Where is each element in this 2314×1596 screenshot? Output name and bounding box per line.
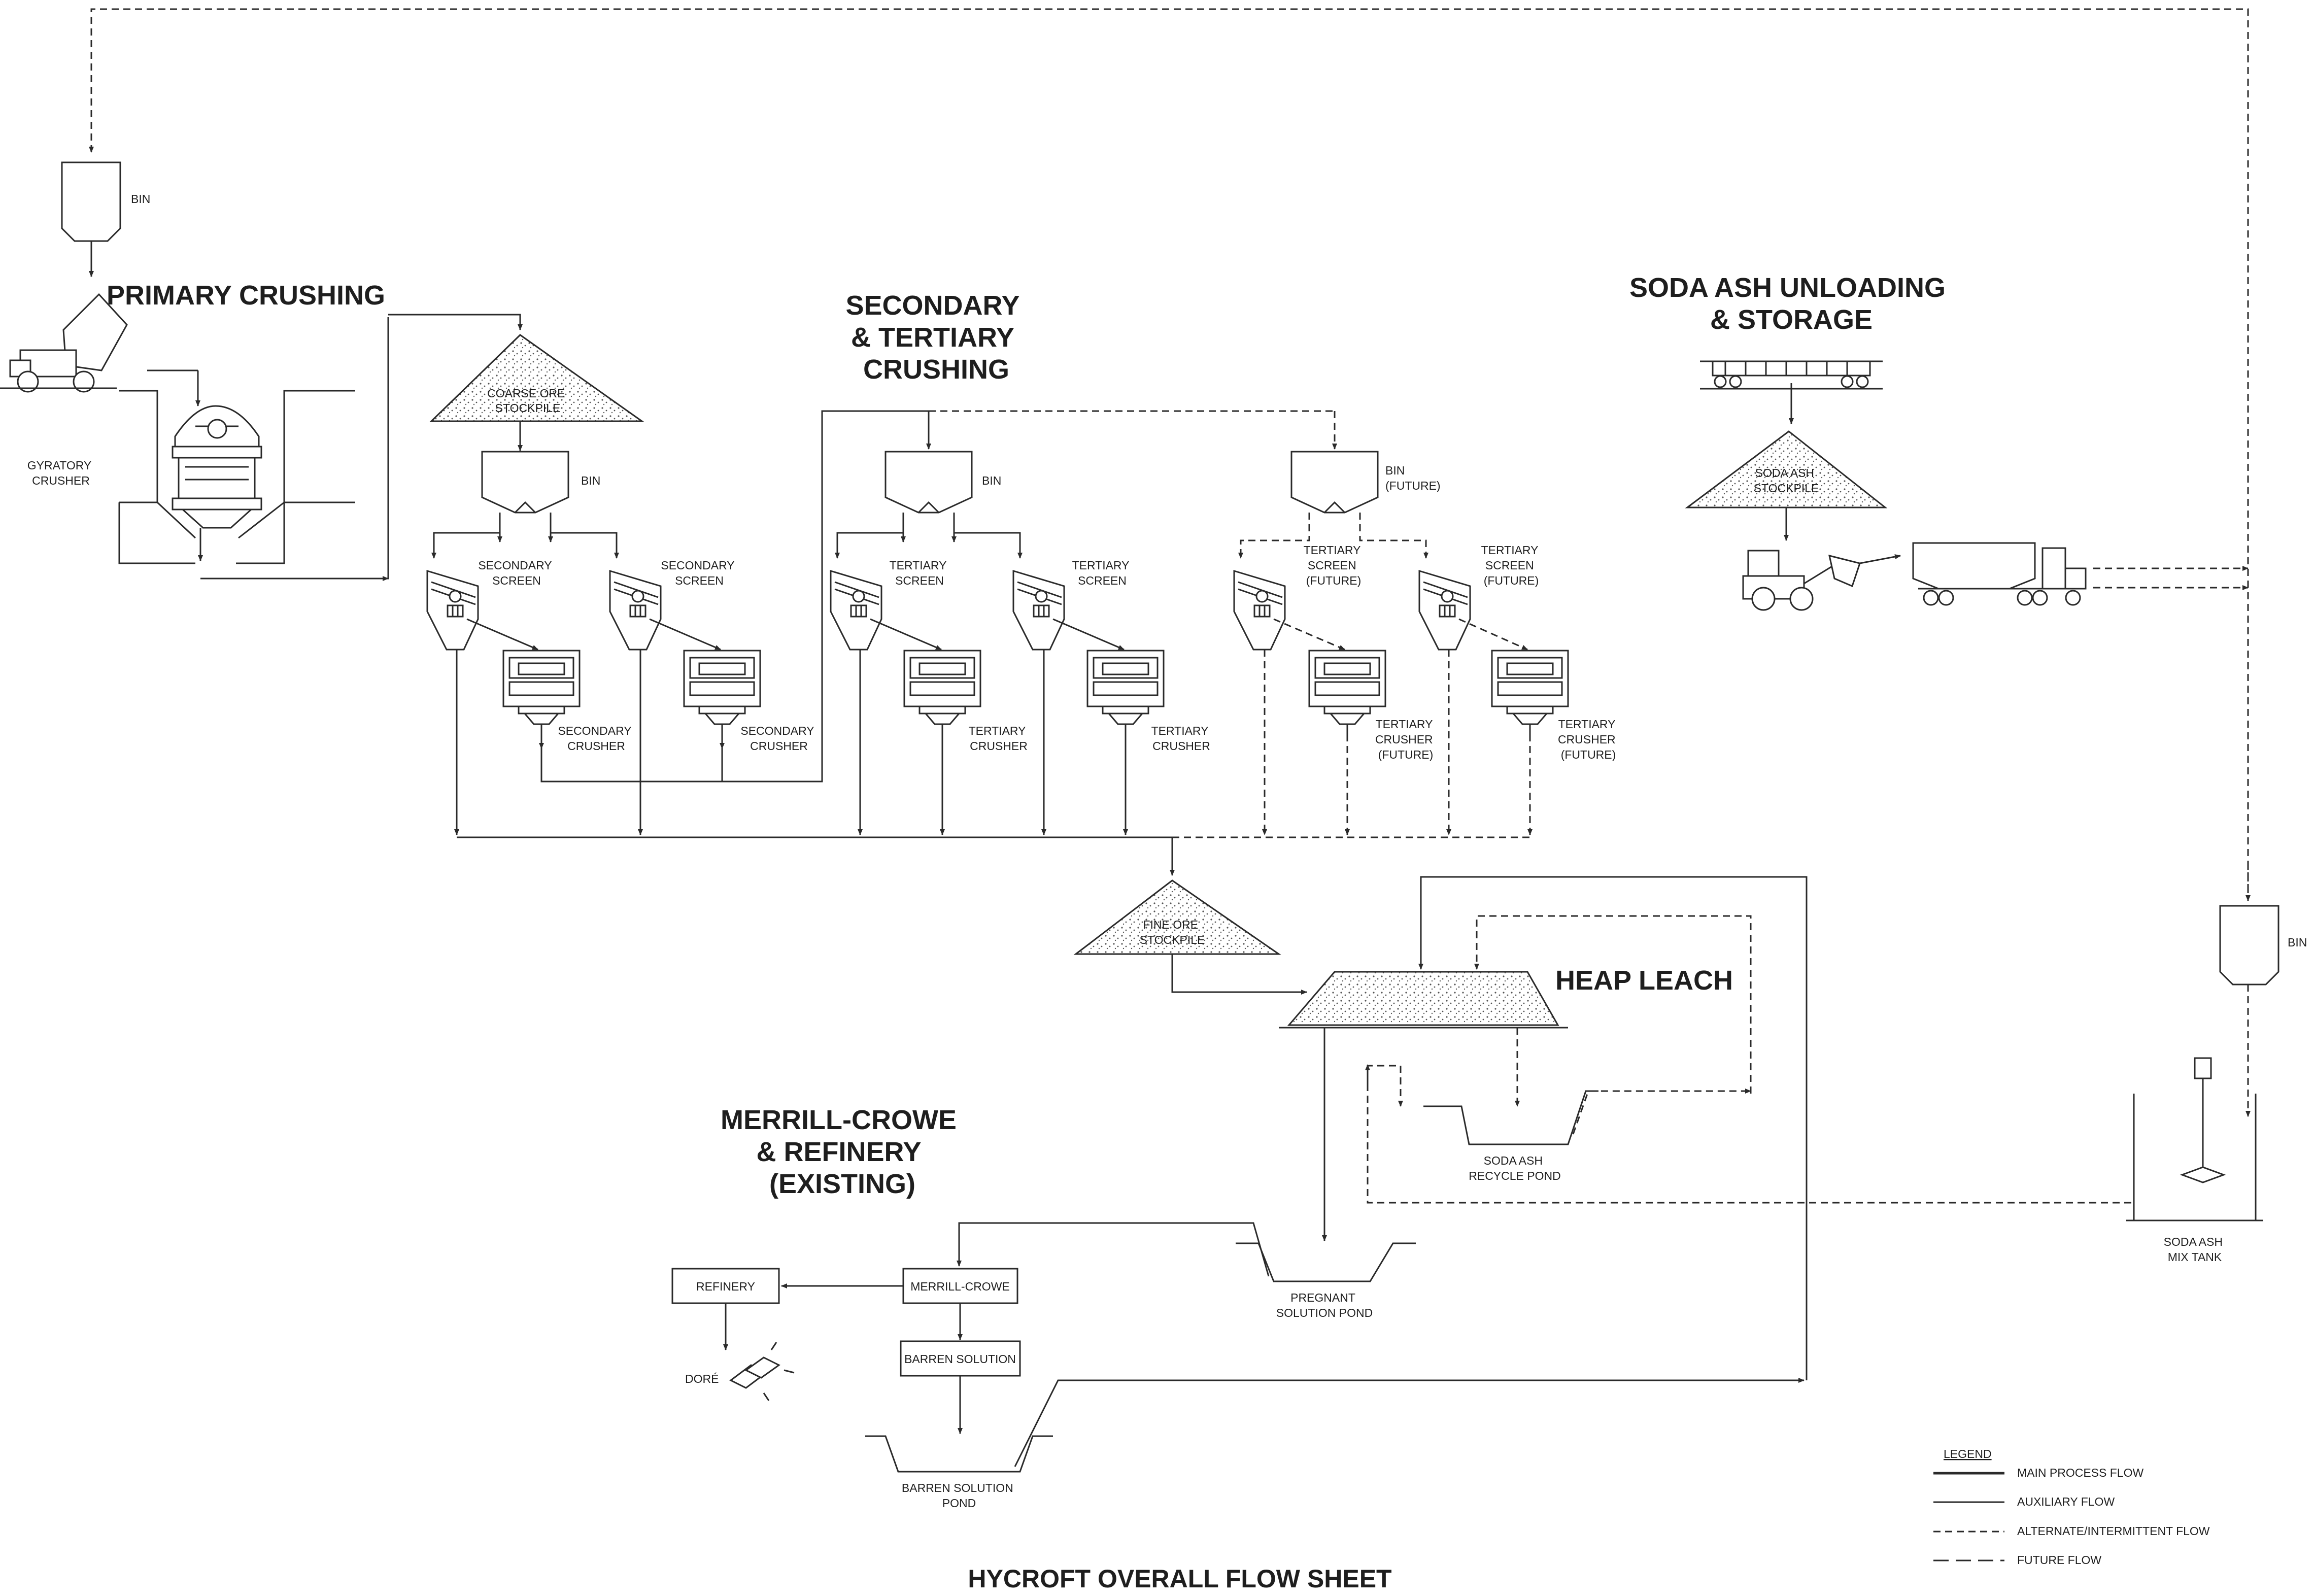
refinery-box-label: REFINERY — [696, 1280, 755, 1293]
coarse-ore-stockpile — [429, 334, 644, 422]
legend-item-future: FUTURE FLOW — [2017, 1553, 2101, 1567]
coarse-ore-stockpile-label: COARSE ORE STOCKPILE — [487, 387, 568, 415]
tertiary-screen-future-1 — [1233, 570, 1286, 651]
secondary-screen-2 — [609, 570, 662, 651]
soda-ash-recycle-pond — [1423, 1090, 1598, 1145]
fbin-to-screen-2 — [1359, 513, 1428, 559]
fbin-to-screen-1 — [1238, 513, 1310, 559]
fine-ore-stockpile-label: FINE ORE STOCKPILE — [1140, 918, 1205, 946]
tertiary-bin — [884, 451, 973, 514]
tertiary-crusher-future-1 — [1308, 650, 1386, 735]
primary-crushing-title: PRIMARY CRUSHING — [107, 280, 385, 311]
soda-ash-mix-tank — [2126, 1057, 2263, 1221]
bulk-truck-icon — [1912, 542, 2087, 606]
legend-item-main: MAIN PROCESS FLOW — [2017, 1466, 2143, 1479]
haul-truck-icon — [0, 293, 128, 393]
tertiary-crusher-1-label: TERTIARY CRUSHER — [969, 724, 1029, 753]
primary-bin-label: BIN — [131, 192, 150, 206]
bin-to-screen-1 — [431, 513, 501, 559]
secondary-bin — [481, 451, 569, 514]
tscreen2-to-tcrusher2 — [1052, 618, 1125, 651]
screen1-to-crusher1 — [466, 618, 538, 651]
merrill-crowe-title: MERRILL-CROWE & REFINERY (EXISTING) — [721, 1105, 964, 1199]
loader-to-truck — [1859, 554, 1901, 564]
future-bin-label: BIN (FUTURE) — [1385, 464, 1441, 492]
secondary-screen-2-label: SECONDARY SCREEN — [661, 559, 737, 587]
barren-solution-pond-label: BARREN SOLUTION POND — [902, 1481, 1016, 1510]
heap-leach-pad — [1287, 971, 1559, 1026]
tscreen1-to-tcrusher1 — [870, 618, 942, 651]
tertiary-crusher-2-label: TERTIARY CRUSHER — [1151, 724, 1212, 753]
tertiary-screen-1-label: TERTIARY SCREEN — [890, 559, 950, 587]
recycle-pump-line — [1572, 1089, 1751, 1135]
secondary-crusher-2 — [683, 650, 761, 735]
fine-ore-to-heap — [1171, 954, 1307, 995]
secondary-product-to-tertiary-bin — [540, 410, 931, 783]
screen2-to-crusher2 — [649, 618, 721, 651]
secondary-bin-label: BIN — [581, 474, 600, 487]
refinery-box — [671, 1268, 780, 1304]
future-bin — [1290, 451, 1379, 514]
barren-solution-pond — [865, 1435, 1053, 1473]
barren-solution-box-label: BARREN SOLUTION — [904, 1352, 1016, 1366]
merrill-crowe-box — [902, 1268, 1018, 1304]
soda-ash-recycle-pond-label: SODA ASH RECYCLE POND — [1469, 1154, 1560, 1182]
soda-ash-mix-tank-label: SODA ASH MIX TANK — [2164, 1235, 2226, 1264]
legend-item-alt: ALTERNATE/INTERMITTENT FLOW — [2017, 1524, 2210, 1538]
pregnant-solution-pond-label: PREGNANT SOLUTION POND — [1276, 1291, 1373, 1319]
barren-pond-pump-line — [1014, 1378, 1805, 1467]
coarse-feed-arrow — [388, 314, 523, 330]
secondary-screen-1-label: SECONDARY SCREEN — [478, 559, 555, 587]
primary-bin — [61, 161, 121, 242]
barren-solution-box — [900, 1340, 1021, 1377]
barren-to-heap-line — [1418, 876, 1808, 1380]
railcar-icon — [1700, 360, 1883, 390]
soda-ash-bin — [2219, 905, 2279, 986]
fine-ore-stockpile — [1073, 879, 1281, 955]
secondary-crusher-1 — [502, 650, 581, 735]
tertiary-screen-future-2 — [1418, 570, 1471, 651]
soda-ash-title: SODA ASH UNLOADING & STORAGE — [1629, 273, 1953, 335]
legend-title: LEGEND — [1944, 1447, 1992, 1461]
gyratory-crusher — [118, 390, 355, 564]
tertiary-screen-1 — [830, 570, 882, 651]
tertiary-bin-label: BIN — [982, 474, 1001, 487]
dore-bars-icon — [729, 1342, 795, 1401]
legend-item-aux: AUXILIARY FLOW — [2017, 1495, 2115, 1508]
top-auxiliary-line — [90, 8, 2249, 893]
pregnant-solution-pond — [1236, 1242, 1416, 1282]
tertiary-crusher-future-2-label: TERTIARY CRUSHER (FUTURE) — [1558, 718, 1619, 761]
bin-to-screen-2 — [550, 513, 619, 559]
tertiary-screen-2 — [1012, 570, 1065, 651]
legend: LEGEND MAIN PROCESS FLOW AUXILIARY FLOW … — [1933, 1447, 2210, 1567]
tertiary-crusher-future-2 — [1491, 650, 1569, 735]
dore-label: DORÉ — [685, 1372, 719, 1385]
sheet-title: HYCROFT OVERALL FLOW SHEET — [968, 1565, 1391, 1593]
tbin-to-screen-2 — [953, 513, 1023, 559]
fscreen1-to-fcrusher1 — [1273, 618, 1345, 651]
secondary-screen-1 — [426, 570, 479, 651]
gyratory-crusher-label: GYRATORY CRUSHER — [27, 459, 95, 487]
heap-leach-title: HEAP LEACH — [1555, 965, 1733, 996]
recycle-to-heap-line — [1474, 915, 1752, 1094]
front-loader-icon — [1742, 550, 1861, 611]
tbin-to-screen-1 — [835, 513, 904, 559]
tertiary-crusher-2 — [1086, 650, 1165, 735]
pregnant-to-merrill-crowe — [957, 1222, 1270, 1277]
soda-ash-bin-label: BIN — [2288, 936, 2307, 949]
merrill-crowe-box-label: MERRILL-CROWE — [910, 1280, 1010, 1293]
secondary-tertiary-title: SECONDARY & TERTIARY CRUSHING — [845, 290, 1027, 385]
secondary-crusher-2-label: SECONDARY CRUSHER — [740, 724, 817, 753]
secondary-crusher-1-label: SECONDARY CRUSHER — [558, 724, 634, 753]
tertiary-crusher-future-1-label: TERTIARY CRUSHER (FUTURE) — [1375, 718, 1436, 761]
tertiary-screen-future-1-label: TERTIARY SCREEN (FUTURE) — [1304, 544, 1364, 587]
tertiary-screen-future-2-label: TERTIARY SCREEN (FUTURE) — [1481, 544, 1542, 587]
tertiary-crusher-1 — [903, 650, 981, 735]
fscreen2-to-fcrusher2 — [1458, 618, 1528, 651]
soda-ash-stockpile-label: SODA ASH STOCKPILE — [1754, 466, 1819, 495]
tertiary-screen-2-label: TERTIARY SCREEN — [1072, 559, 1133, 587]
